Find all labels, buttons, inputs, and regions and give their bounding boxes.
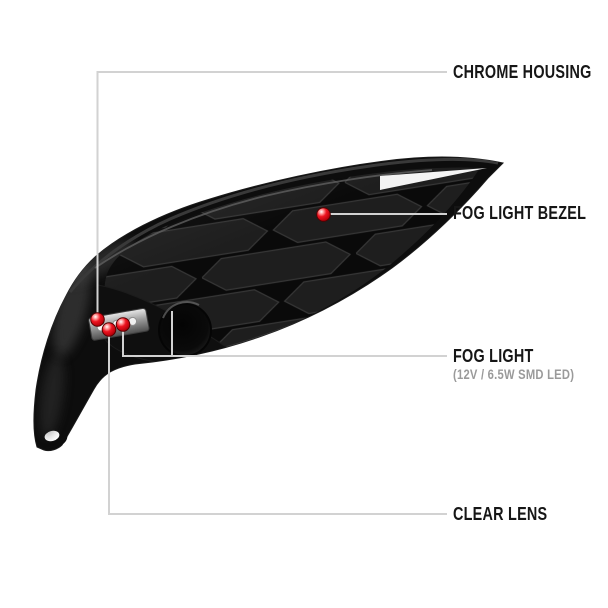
marker-fog-light-bezel-icon <box>316 207 331 222</box>
leader-line-clear-lens <box>108 330 447 515</box>
leader-line-fog-light <box>122 325 447 357</box>
marker-fog-light-icon <box>115 317 131 332</box>
marker-clear-lens-icon <box>101 322 117 337</box>
leader-line-chrome-housing <box>96 71 447 318</box>
callout-label-fog-light-bezel: FOG LIGHT BEZEL <box>453 203 587 223</box>
tip-gap <box>380 168 487 190</box>
callout-sublabel-fog-light-spec: (12V / 6.5W SMD LED) <box>453 366 575 382</box>
callout-label-clear-lens: CLEAR LENS <box>453 504 548 524</box>
fog-light-bezel-part <box>33 156 505 452</box>
callout-label-chrome-housing: CHROME HOUSING <box>453 62 592 82</box>
callout-label-fog-light: FOG LIGHT <box>453 346 534 366</box>
marker-chrome-housing-icon <box>90 312 105 327</box>
